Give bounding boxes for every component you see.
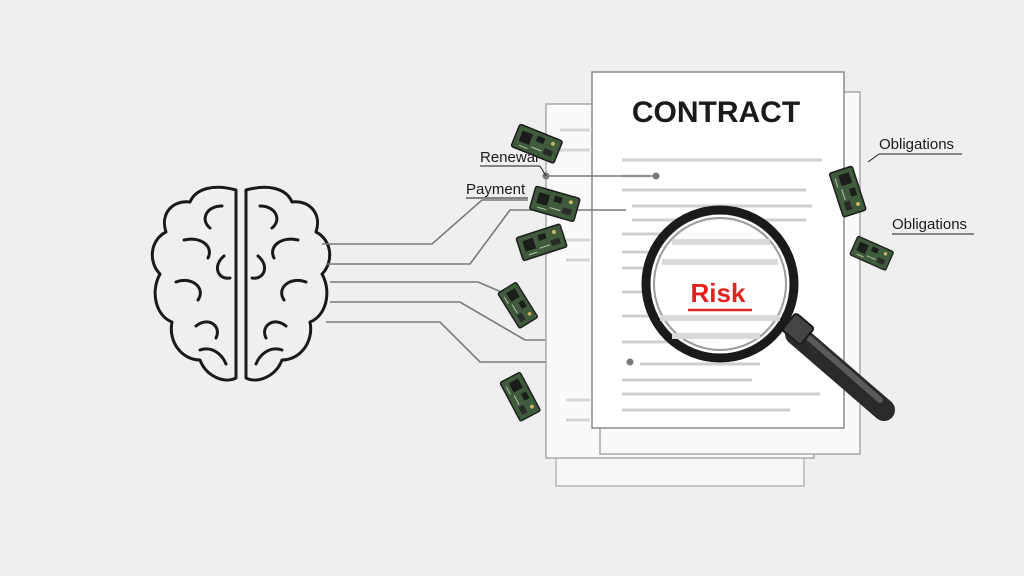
- brain-icon: [150, 185, 332, 382]
- document-text-lines: [622, 158, 822, 412]
- svg-text:Renewal: Renewal: [480, 149, 538, 166]
- label-obligations-top: Obligations: [867, 136, 962, 163]
- svg-text:Obligations: Obligations: [892, 216, 967, 233]
- risk-highlight: Risk: [691, 278, 746, 308]
- svg-text:Payment: Payment: [466, 181, 526, 198]
- label-obligations-bottom: Obligations: [892, 216, 974, 235]
- magnifying-glass-icon: Risk: [641, 205, 895, 421]
- label-renewal: Renewal: [480, 149, 547, 177]
- circuit-board-icon: [499, 371, 542, 423]
- circuit-board-icon: [497, 281, 539, 330]
- svg-text:Obligations: Obligations: [879, 136, 954, 153]
- document-title: CONTRACT: [632, 96, 800, 129]
- label-payment: Payment: [466, 181, 528, 199]
